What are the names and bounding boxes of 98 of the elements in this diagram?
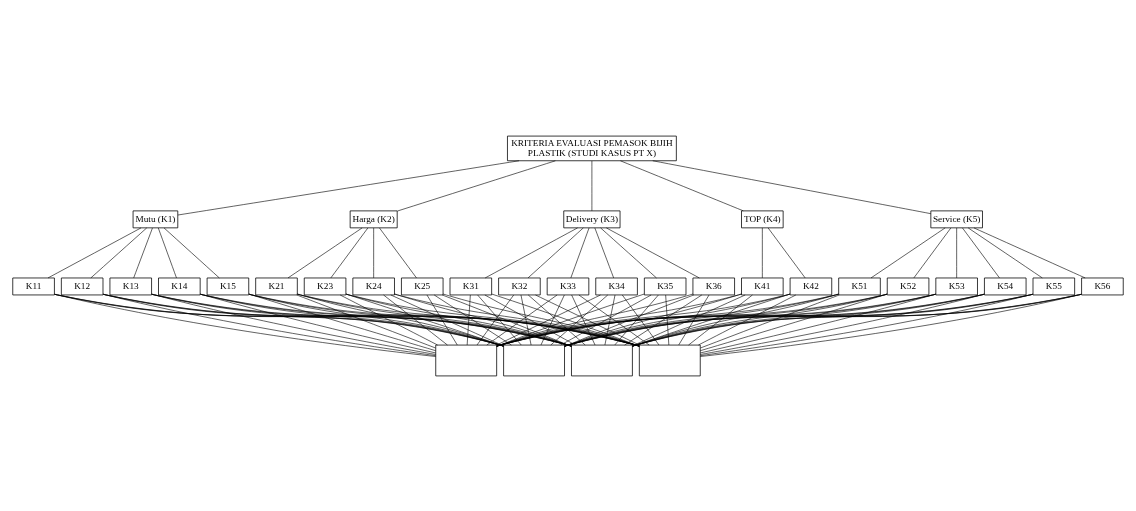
connector (956, 227, 957, 278)
node-box: K13 (109, 277, 152, 295)
connector (698, 294, 797, 345)
node-box: K21 (255, 277, 298, 295)
node-box (503, 344, 565, 376)
node-box: K11 (12, 277, 55, 295)
connector (624, 294, 703, 345)
node-box: Mutu (K1) (132, 210, 179, 228)
connector (496, 294, 601, 345)
connector (476, 294, 515, 345)
connector (621, 294, 660, 345)
node-box: Delivery (K3) (563, 210, 621, 228)
connector (967, 227, 1043, 278)
node-box: K35 (643, 277, 687, 295)
connector (426, 294, 458, 345)
connector (700, 293, 888, 351)
connector (433, 294, 512, 345)
node-box: K24 (352, 277, 395, 295)
connector (762, 227, 763, 278)
connector (571, 294, 596, 345)
connector (373, 227, 374, 278)
connector (151, 293, 436, 355)
node-box: K25 (401, 277, 444, 295)
node-box: K53 (935, 277, 978, 295)
node-box: K12 (60, 277, 104, 295)
connector (90, 227, 148, 278)
connector (700, 294, 840, 348)
connector (652, 159, 932, 214)
connector (550, 294, 609, 345)
connector (394, 293, 640, 346)
connector (520, 294, 532, 345)
connector (484, 227, 578, 278)
connector (163, 227, 220, 278)
node-box: K42 (789, 277, 833, 295)
connector (604, 294, 616, 345)
connector (345, 293, 572, 346)
connector (477, 294, 522, 345)
node-box: K32 (498, 277, 541, 295)
connector (578, 294, 650, 345)
node-box: KRITERIA EVALUASI PEMASOK BIJIH PLASTIK (STUDI KASUS PT X) (507, 135, 677, 161)
connector (973, 227, 1086, 278)
node-box: K41 (741, 277, 784, 295)
connector (47, 227, 142, 278)
node-box: K33 (546, 277, 590, 295)
connector (484, 294, 576, 345)
connector (442, 293, 640, 347)
connector (594, 227, 614, 278)
connector (700, 293, 937, 353)
connector (486, 294, 558, 345)
node-box (435, 344, 498, 376)
node-box: K36 (692, 277, 735, 295)
connector (632, 293, 839, 347)
connector (614, 294, 659, 345)
connector (560, 294, 652, 345)
node-box: K15 (206, 277, 250, 295)
node-box (571, 344, 633, 376)
connector (442, 294, 572, 347)
connector (700, 293, 985, 355)
connector (330, 227, 369, 278)
connector (688, 294, 753, 345)
connector (157, 227, 177, 278)
node-box: K54 (984, 277, 1027, 295)
connector (527, 294, 586, 345)
connector (397, 160, 556, 211)
connector (540, 294, 565, 345)
node-box: Service (K5) (930, 210, 983, 228)
node-box: Harga (K2) (349, 210, 398, 228)
node-box: K23 (303, 277, 347, 295)
connector (767, 227, 806, 278)
node-box (638, 344, 701, 376)
connector (345, 293, 504, 347)
connector (620, 160, 744, 211)
node-box: K52 (886, 277, 930, 295)
node-box: K56 (1081, 277, 1124, 295)
node-box: TOP (K4) (741, 210, 784, 228)
node-box: K55 (1032, 277, 1076, 295)
connector (296, 294, 436, 348)
connector (339, 294, 438, 345)
connector (870, 227, 946, 278)
connector (496, 293, 694, 347)
connector (496, 293, 742, 346)
connector (177, 159, 520, 215)
node-box: K31 (449, 277, 493, 295)
node-box: K51 (838, 277, 881, 295)
connector (665, 294, 670, 345)
node-box: K34 (595, 277, 638, 295)
connector (527, 227, 584, 278)
connector (287, 227, 363, 278)
connector (297, 293, 504, 347)
connector (199, 293, 436, 353)
connector (466, 294, 471, 345)
connector (606, 227, 700, 278)
connector (297, 293, 572, 346)
connector (913, 227, 952, 278)
connector (383, 294, 448, 345)
connector (678, 294, 710, 345)
node-box: K14 (158, 277, 201, 295)
connector (632, 293, 791, 347)
